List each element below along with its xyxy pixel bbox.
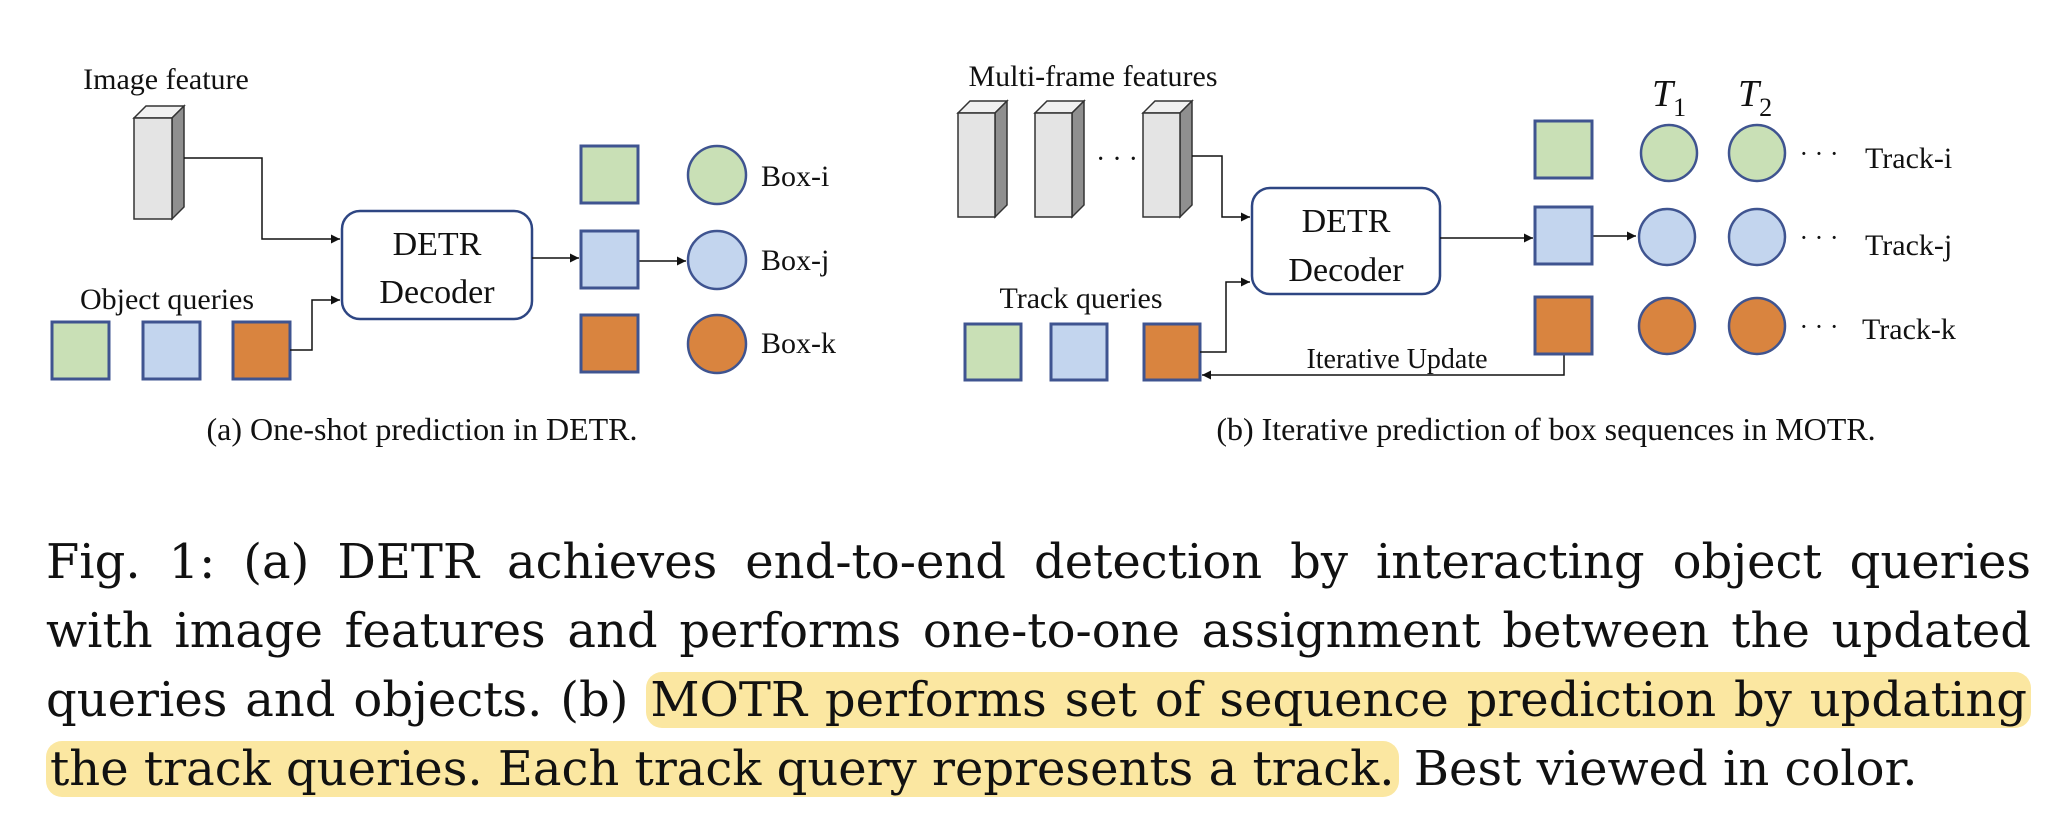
iterative-update-label: Iterative Update — [1306, 344, 1487, 375]
multi-frame-features-label: Multi-frame features — [968, 60, 1217, 93]
caption-highlight-2: the track queries. Each track query repr… — [46, 741, 1399, 797]
feature-block-1 — [956, 99, 1009, 219]
feature-block-3 — [1141, 99, 1194, 219]
track-j-t1 — [1637, 207, 1697, 267]
box-j-label: Box-j — [761, 244, 829, 277]
output-query-orange — [579, 313, 640, 374]
decoder-a-line2: Decoder — [379, 274, 495, 311]
output-query-blue — [579, 229, 640, 290]
track-i-t2 — [1727, 123, 1787, 183]
track-k-label: Track-k — [1862, 313, 1956, 346]
track-j-ellipsis: · · · — [1800, 223, 1839, 252]
feature-block-2 — [1033, 99, 1086, 219]
figure-diagram: Image feature Object queries DETR Decode… — [50, 60, 1956, 447]
caption-line-1: Fig. 1: (a) DETR achieves end-to-end det… — [46, 534, 2031, 590]
figure-caption: Fig. 1: (a) DETR achieves end-to-end det… — [46, 528, 2031, 804]
updated-query-green — [1533, 119, 1594, 180]
object-query-blue — [141, 320, 202, 381]
caption-highlight-1: MOTR performs set of sequence prediction… — [646, 672, 2031, 728]
object-query-orange — [231, 320, 292, 381]
features-to-decoder-arrow — [1192, 155, 1250, 222]
object-queries-label: Object queries — [80, 283, 254, 316]
image-feature-block — [132, 104, 186, 221]
image-feature-label: Image feature — [83, 63, 249, 96]
track-query-orange — [1142, 322, 1202, 382]
caption-line-3: queries and objects. (b) MOTR performs s… — [46, 666, 2031, 735]
detr-decoder-b — [1250, 186, 1442, 296]
panel-a-caption: (a) One-shot prediction in DETR. — [207, 411, 638, 447]
track-i-t1 — [1639, 123, 1699, 183]
panel-b-caption: (b) Iterative prediction of box sequence… — [1216, 411, 1875, 447]
track-query-blue — [1049, 322, 1109, 382]
tracks-to-decoder-arrow — [1200, 277, 1250, 353]
track-queries-label: Track queries — [999, 282, 1162, 315]
panel-a: Image feature Object queries DETR Decode… — [50, 63, 836, 447]
track-k-t1 — [1637, 296, 1697, 356]
box-k-circle — [686, 313, 748, 375]
updated-query-blue — [1533, 205, 1594, 266]
caption-line-4-plain: Best viewed in color. — [1398, 741, 1918, 797]
box-k-label: Box-k — [761, 327, 836, 360]
t1-header: T1 — [1652, 73, 1686, 122]
track-i-label: Track-i — [1865, 142, 1952, 175]
updated-query-orange — [1533, 295, 1594, 356]
decoder-b-line1: DETR — [1302, 203, 1391, 240]
decoder-a-line1: DETR — [393, 226, 482, 263]
caption-line-2: with image features and performs one-to-… — [46, 603, 2031, 659]
track-k-t2 — [1727, 296, 1787, 356]
detr-decoder-a — [340, 209, 534, 321]
box-i-circle — [686, 144, 748, 206]
queries-to-decoder-arrow — [290, 295, 340, 351]
caption-line-3-plain: queries and objects. (b) — [46, 672, 647, 728]
box-j-circle — [686, 229, 748, 291]
track-j-t2 — [1727, 207, 1787, 267]
decoder-b-line2: Decoder — [1288, 252, 1404, 289]
box-i-label: Box-i — [761, 160, 829, 193]
track-i-ellipsis: · · · — [1800, 139, 1839, 168]
panel-b: Multi-frame features · · · DETR Decoder … — [956, 60, 1956, 447]
t2-header: T2 — [1738, 73, 1772, 122]
caption-line-4: the track queries. Each track query repr… — [46, 735, 2031, 804]
feature-to-decoder-arrow — [184, 157, 340, 244]
track-j-label: Track-j — [1865, 229, 1952, 262]
output-query-green — [579, 144, 640, 205]
object-query-green — [50, 320, 111, 381]
iterative-update-arrow — [1202, 354, 1565, 380]
features-ellipsis: · · · — [1096, 144, 1138, 175]
track-query-green — [963, 322, 1023, 382]
track-k-ellipsis: · · · — [1800, 312, 1839, 341]
